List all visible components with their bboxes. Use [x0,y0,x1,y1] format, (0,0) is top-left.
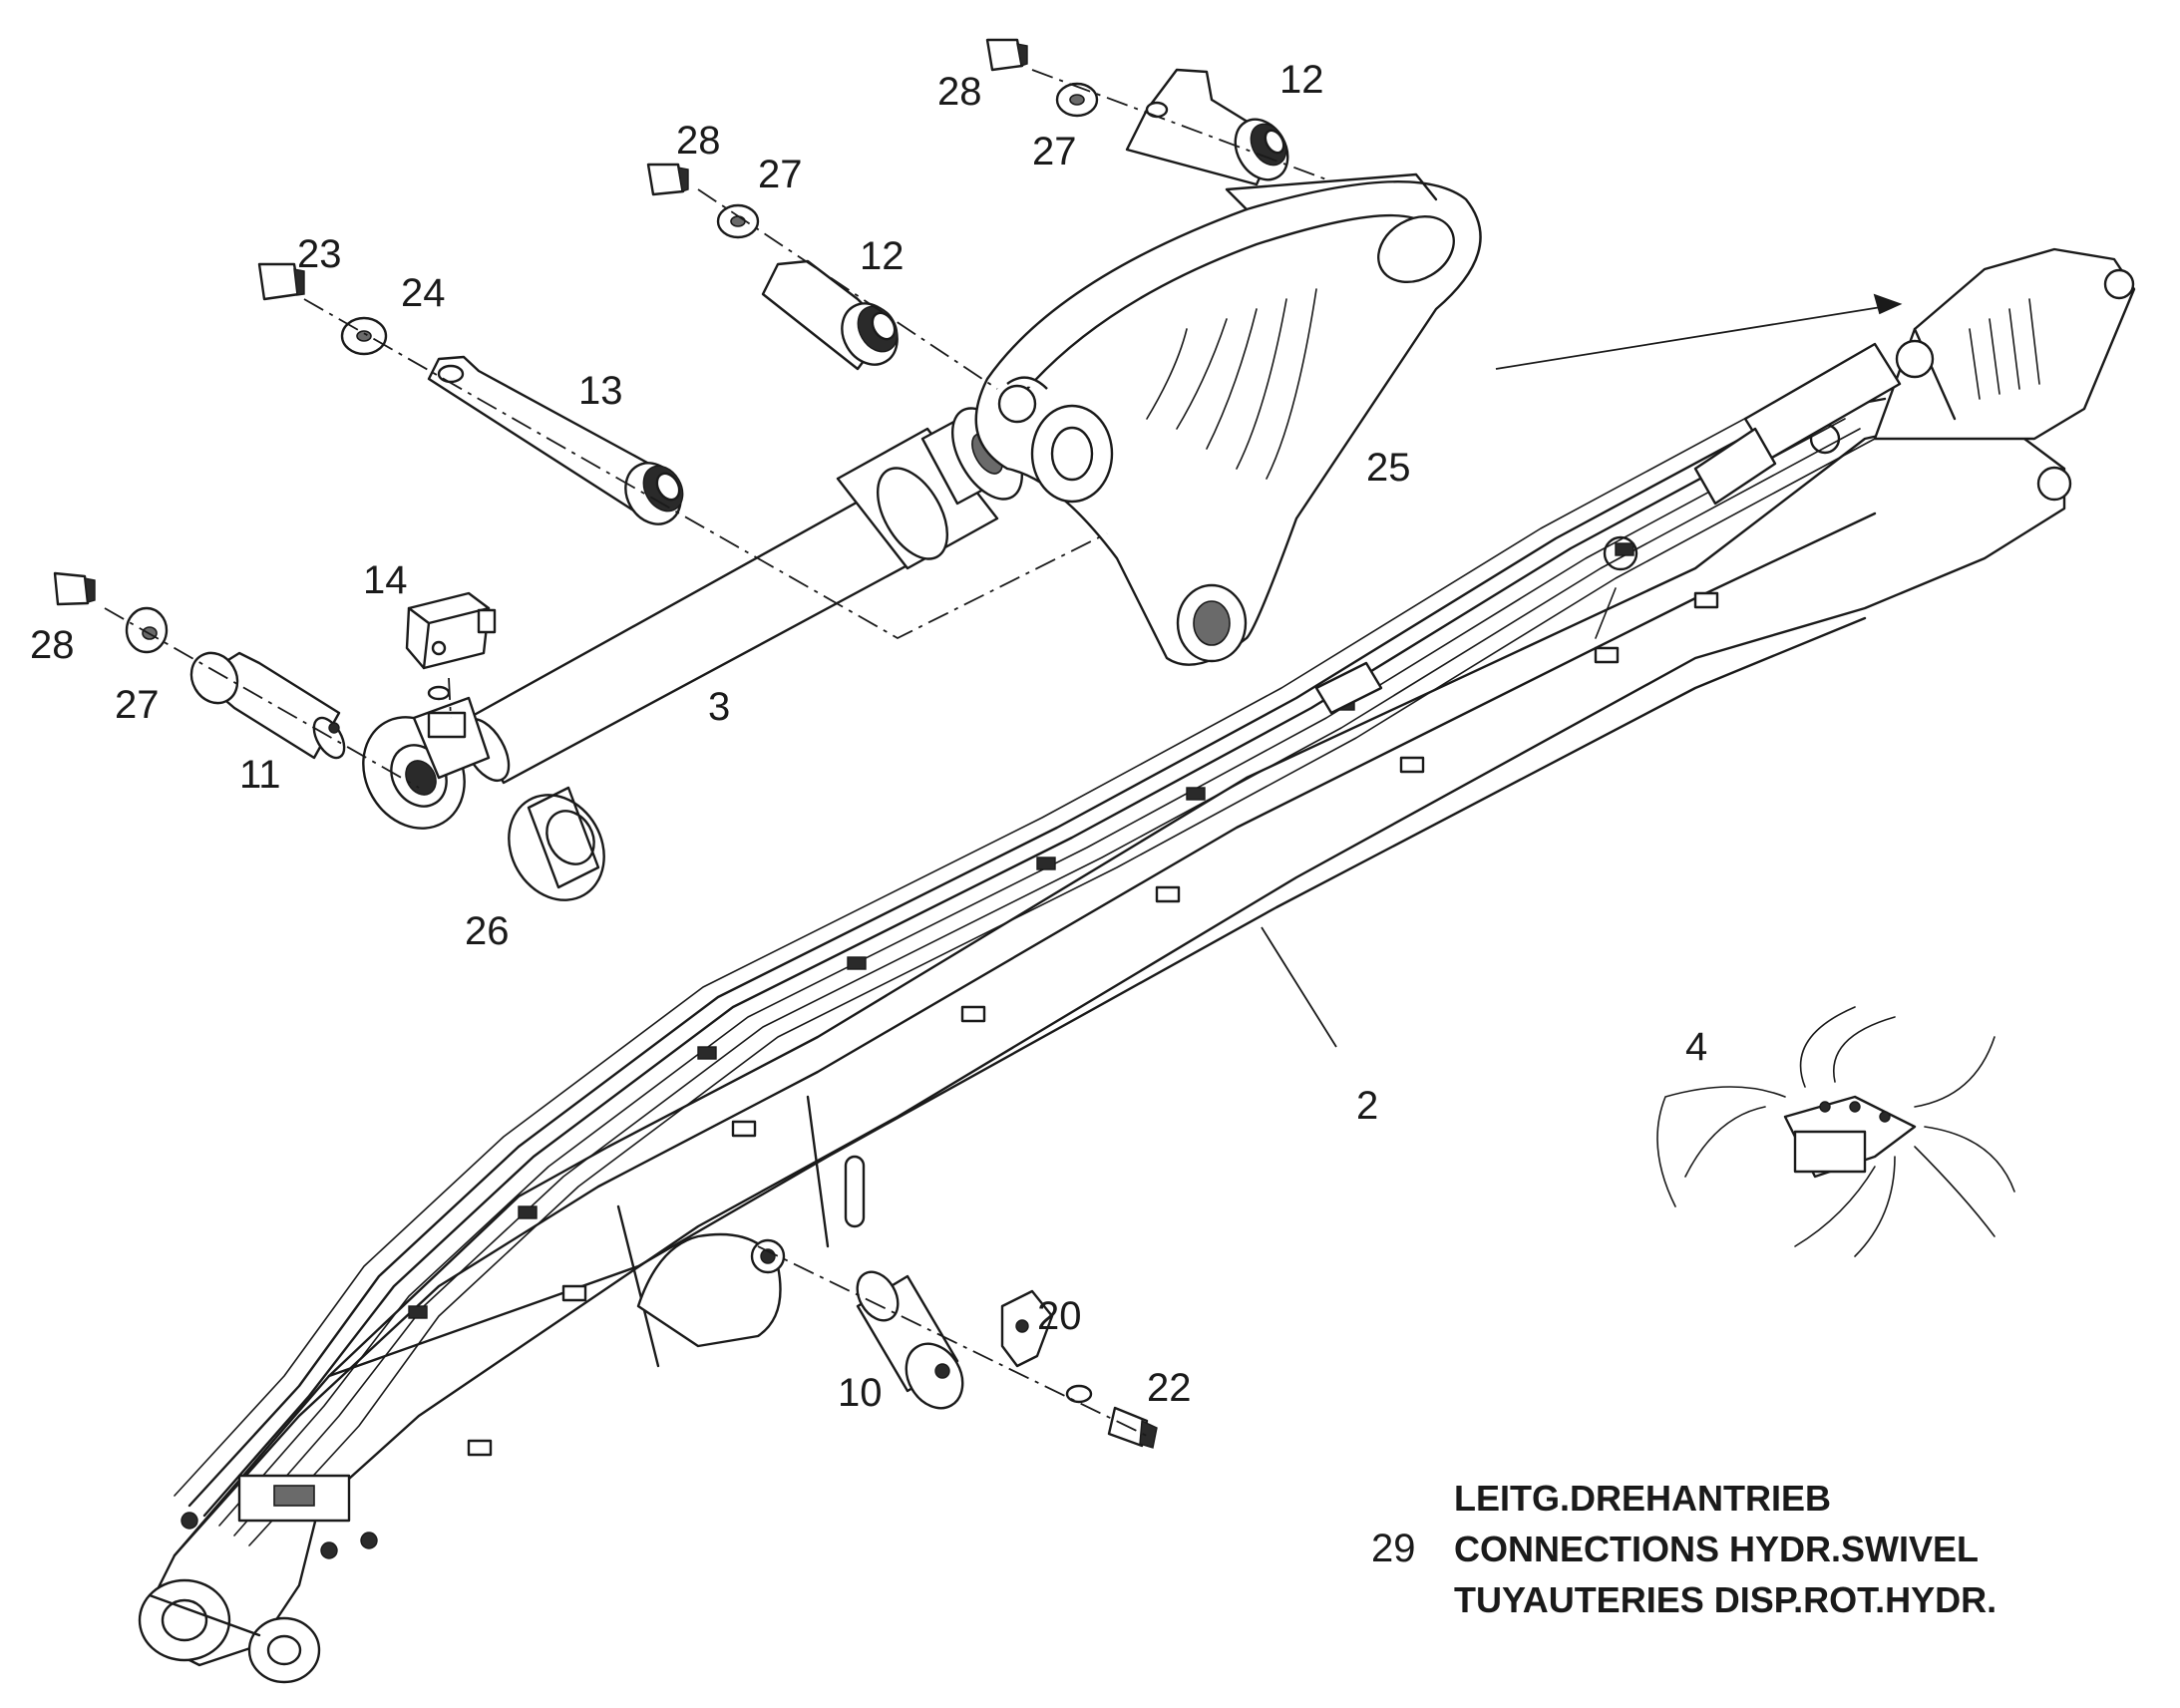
callout-27: 27 [1032,130,1077,173]
pin-10-assembly [856,1270,1158,1449]
callout-24: 24 [401,271,446,315]
callout-labels: 28 27 12 28 27 12 23 24 13 25 14 28 27 1… [30,58,1707,1570]
spacer-26 [508,786,605,901]
callout-3: 3 [708,685,730,729]
callout-2: 2 [1356,1084,1378,1128]
caption-german: LEITG.DREHANTRIEB [1454,1478,1831,1519]
callout-14: 14 [363,558,408,602]
callout-10: 10 [838,1371,883,1415]
callout-26: 26 [465,909,510,953]
callout-12: 12 [860,234,905,278]
callout-28: 28 [30,623,75,667]
pin-12-middle [646,163,899,371]
part-caption: LEITG.DREHANTRIEB CONNECTIONS HYDR.SWIVE… [1454,1478,1997,1620]
pin-13-assembly [257,262,684,525]
valve-block-14 [405,591,497,701]
callout-4: 4 [1685,1025,1707,1069]
caption-french: TUYAUTERIES DISP.ROT.HYDR. [1454,1579,1997,1620]
callout-13: 13 [578,369,623,413]
callout-11: 11 [239,753,281,797]
leader-lines [1261,293,1903,1048]
callout-29: 29 [1371,1527,1416,1570]
callout-25: 25 [1366,446,1411,490]
assembly-axis-lines [104,69,1327,1437]
pin-11-assembly [53,571,346,760]
callout-28: 28 [676,119,721,163]
callout-22: 22 [1147,1366,1192,1410]
callout-23: 23 [297,232,342,276]
callout-27: 27 [115,683,160,727]
callout-28: 28 [937,70,982,114]
boom-structure [138,247,2136,1684]
callout-27: 27 [758,153,803,196]
callout-12: 12 [1279,58,1324,102]
triangle-link-plate [974,172,1482,666]
callout-20: 20 [1037,1294,1082,1338]
hydraulic-line-bundle [174,342,1902,1559]
swivel-hose-detail-4 [1656,1006,2015,1257]
caption-english: CONNECTIONS HYDR.SWIVEL [1454,1529,1979,1569]
